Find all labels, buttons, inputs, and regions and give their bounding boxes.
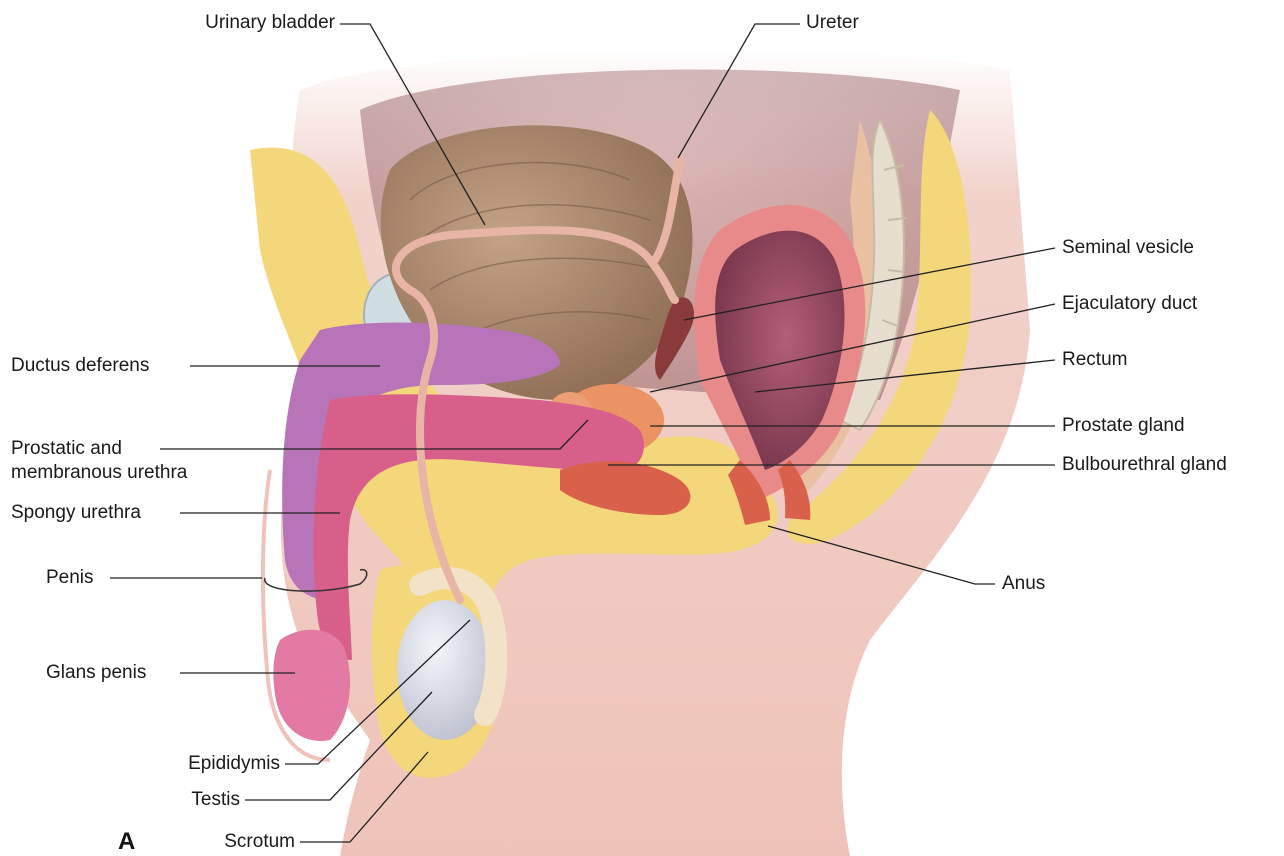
label-glans-penis: Glans penis <box>46 662 146 684</box>
label-ejaculatory-duct: Ejaculatory duct <box>1062 293 1197 315</box>
label-prostatic-urethra-line2: membranous urethra <box>11 462 187 484</box>
label-testis: Testis <box>130 789 240 811</box>
label-penis: Penis <box>46 567 94 589</box>
label-ductus-deferens: Ductus deferens <box>11 355 149 377</box>
label-spongy-urethra: Spongy urethra <box>11 502 141 524</box>
label-prostate-gland: Prostate gland <box>1062 415 1185 437</box>
label-bulbourethral-gland: Bulbourethral gland <box>1062 454 1227 476</box>
panel-letter: A <box>118 828 135 856</box>
label-ureter: Ureter <box>806 12 859 34</box>
testis-group <box>372 565 500 778</box>
label-prostatic-urethra-line1: Prostatic and <box>11 438 122 460</box>
label-anus: Anus <box>1002 573 1045 595</box>
label-rectum: Rectum <box>1062 349 1127 371</box>
label-seminal-vesicle: Seminal vesicle <box>1062 237 1194 259</box>
label-scrotum: Scrotum <box>130 831 295 853</box>
label-epididymis: Epididymis <box>130 753 280 775</box>
label-urinary-bladder: Urinary bladder <box>120 12 335 34</box>
